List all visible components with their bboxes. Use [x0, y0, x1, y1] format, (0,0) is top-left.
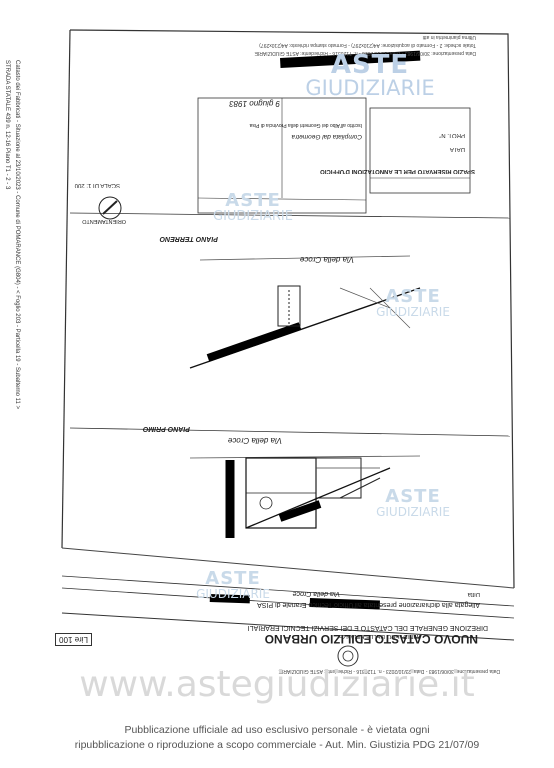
- site-watermark: www.astegiudiziarie.it: [79, 664, 475, 705]
- iscritto-label: Iscritto all'Albo dei Geometri della Pro…: [249, 122, 362, 128]
- watermark-top: ASTE GIUDIZIARIE: [305, 50, 435, 100]
- compilata-label: Compilata dal Geometra: [291, 133, 362, 140]
- side-text-block: Catasto dei Fabbricati - Situazione al 2…: [4, 60, 22, 420]
- top-meta-3: Ultima planimetria in atti: [422, 34, 476, 40]
- street-bottom-label: Via della Croce: [227, 436, 282, 445]
- plan-first-label: PIANO PRIMO: [142, 425, 190, 432]
- ministry-text: MINISTERO DELLE FINANZE: [338, 633, 420, 639]
- watermark-mid-left: ASTE GIUDIZIARIE: [213, 190, 293, 224]
- footer-line-1: Pubblicazione ufficiale ad uso esclusivo…: [124, 724, 430, 736]
- prot-label: PROT. N°: [438, 132, 465, 138]
- data-label: DATA: [449, 146, 465, 152]
- street-top-label: Via della Croce: [299, 255, 354, 264]
- footer-line-2: ripubblicazione o riproduzione a scopo c…: [74, 739, 480, 751]
- fee-box: Lire 100: [55, 633, 92, 646]
- address-line: Via della Croce: [292, 590, 340, 597]
- office-space-label: SPAZIO RISERVATO PER LE ANNOTAZIONI D'UF…: [320, 168, 475, 174]
- side-text-2: STRADA STATALE 439 n. 12-16 Piano T1 - 2…: [4, 60, 10, 190]
- top-meta-2: Totale schede: 2 - Formato di acquisizio…: [259, 42, 476, 48]
- allegata-text: Allegata alla dichiarazione presentata a…: [257, 601, 480, 608]
- watermark-mid-right: ASTE GIUDIZIARIE: [376, 286, 450, 319]
- sheet-drawing: [61, 29, 515, 667]
- cadastral-sheet: NUOVO CATASTO EDILIZIO URBANO DIREZIONE …: [40, 28, 518, 674]
- ditta-label: Ditta: [467, 591, 480, 597]
- scale-label: SCALA DI 1: 200: [74, 182, 120, 188]
- side-text-1: Catasto dei Fabbricati - Situazione al 2…: [14, 60, 20, 410]
- direction-text: DIREZIONE GENERALE DEL CATASTO E DEI SER…: [247, 624, 488, 631]
- orientation-label: ORIENTAMENTO: [82, 218, 126, 224]
- plan-ground-label: PIANO TERRENO: [159, 235, 218, 242]
- watermark-lower-right: ASTE GIUDIZIARIE: [376, 486, 450, 519]
- date-handwritten: 9 giugno 1983: [229, 99, 280, 108]
- watermark-bottom: ASTE GIUDIZIARIE: [196, 568, 270, 601]
